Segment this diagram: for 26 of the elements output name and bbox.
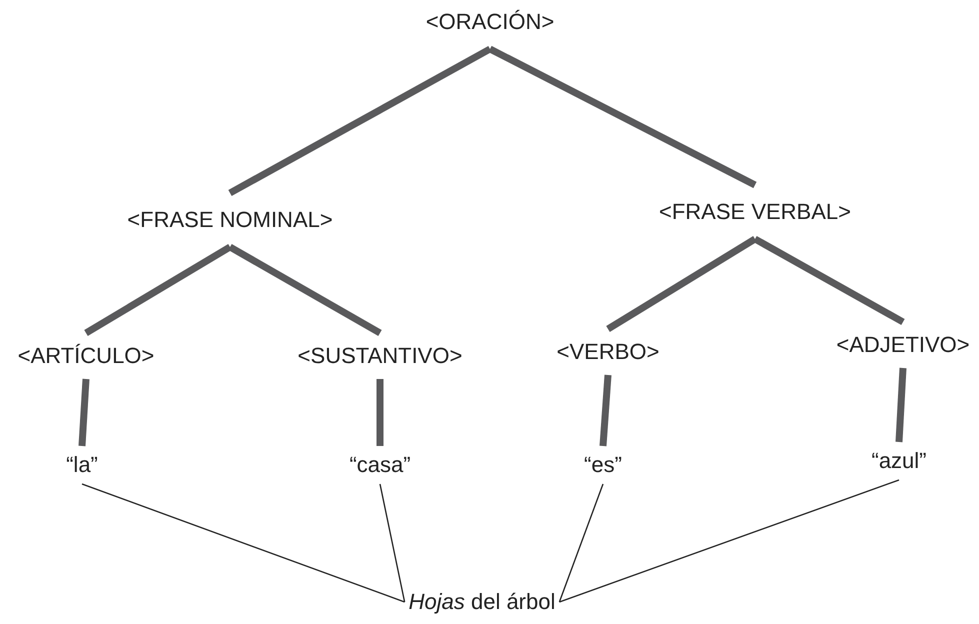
leader-line	[558, 484, 604, 602]
tree-label: <ADJETIVO>	[832, 322, 974, 368]
tree-branch	[228, 46, 492, 196]
leader-line	[379, 484, 406, 602]
tree-branch	[753, 236, 905, 326]
tree-branch	[600, 374, 612, 446]
tree-branch	[488, 46, 757, 188]
tree-label: <ARTÍCULO>	[14, 333, 158, 379]
tree-label: <VERBO>	[552, 329, 664, 375]
leader-line	[82, 483, 405, 603]
tree-label: <SUSTANTIVO>	[294, 333, 466, 379]
tree-branch	[228, 244, 382, 336]
tree-branch	[606, 236, 757, 332]
tree-label: “casa”	[345, 446, 415, 484]
tree-label: “la”	[62, 446, 102, 484]
leader-line	[559, 479, 900, 603]
tree-branch	[84, 244, 232, 336]
tree-label: Hojas del árbol	[404, 591, 560, 613]
tree-label: “azul”	[868, 442, 930, 480]
tree-label: <FRASE NOMINAL>	[123, 193, 337, 247]
tree-label: <FRASE VERBAL>	[655, 185, 855, 239]
tree-branch	[376, 379, 384, 446]
tree-label: <ORACIÓN>	[422, 0, 558, 49]
tree-branch	[896, 368, 906, 442]
tree-branch	[78, 378, 90, 446]
tree-label: “es”	[580, 446, 626, 484]
